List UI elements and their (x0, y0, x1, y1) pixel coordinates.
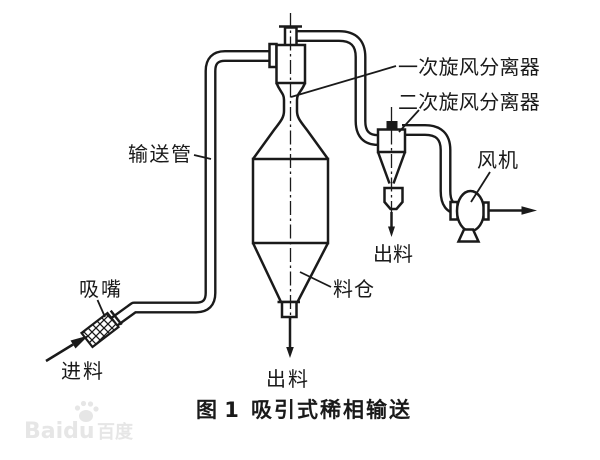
cyclone-cone-left (251, 82, 286, 160)
fan-exhaust-arrow (488, 206, 537, 215)
fan-outlet-flange (482, 201, 490, 221)
label-primary-cyclone: 一次旋风分离器 (398, 55, 540, 79)
silo-hopper-cone (251, 242, 330, 303)
label-suction-nozzle: 吸嘴 (79, 277, 123, 301)
leader-conveying-pipe (193, 154, 212, 160)
leader-nozzle (96, 299, 106, 318)
secondary-cone (376, 151, 407, 184)
label-feed: 进料 (61, 359, 105, 383)
label-conveying-pipe: 输送管 (128, 142, 193, 166)
baidu-paw-icon (74, 400, 99, 422)
caption-number: 图 1 (196, 398, 239, 422)
leader-fan (470, 171, 491, 203)
feed-arrow (45, 335, 89, 363)
leader-silo (299, 271, 332, 288)
label-secondary-discharge: 出料 (373, 242, 413, 266)
label-fan: 风机 (477, 148, 519, 172)
label-silo-discharge: 出料 (266, 367, 310, 391)
suction-nozzle (79, 309, 123, 349)
cyclone-cone-right (295, 82, 330, 160)
label-secondary-cyclone: 二次旋风分离器 (398, 90, 540, 114)
watermark-brand-text: Baidu (24, 419, 95, 444)
leader-secondary-cyclone (398, 109, 420, 133)
nozzle-hatched-body (79, 311, 121, 349)
silo-discharge-arrow (286, 318, 294, 358)
baidu-watermark: Baidu 百度 (24, 400, 134, 444)
silo-outlet-box (280, 300, 298, 319)
watermark-cjk-text: 百度 (97, 421, 134, 443)
nozzle-flange (109, 309, 123, 326)
fan-housing (455, 189, 486, 233)
fan (449, 189, 490, 243)
secondary-discharge-arrow (388, 212, 395, 237)
conveying-pipe (110, 50, 272, 327)
figure-caption: 图 1 吸引式稀相输送 (196, 398, 412, 422)
label-silo: 料仓 (333, 277, 375, 301)
leader-primary-cyclone (290, 65, 397, 98)
pipe-secondary-to-fan (402, 124, 465, 215)
pipe-primary-to-secondary (295, 30, 384, 146)
dust-collector-pot (383, 186, 404, 211)
fan-support (456, 228, 481, 243)
caption-title: 吸引式稀相输送 (251, 398, 412, 422)
